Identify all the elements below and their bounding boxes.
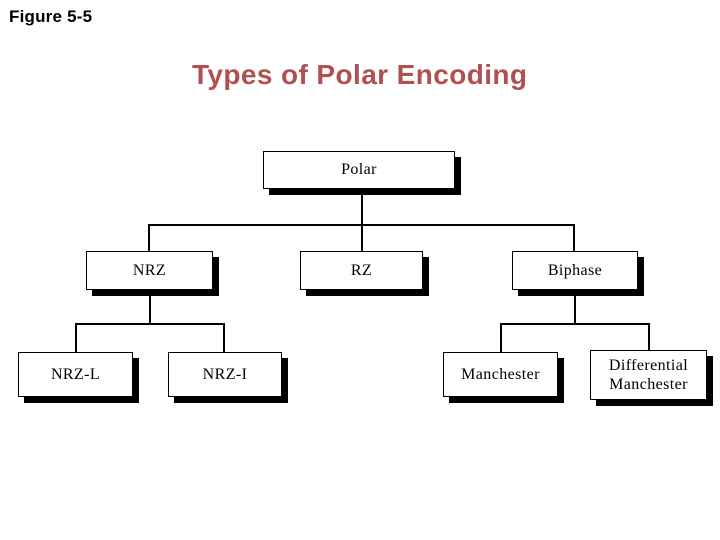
node-nrz-l: NRZ-L: [18, 352, 133, 397]
figure-label: Figure 5-5: [9, 7, 93, 26]
node-nrz-i: NRZ-I: [168, 352, 282, 397]
connector-nrz-drop: [148, 224, 150, 251]
connector-level1-bar: [148, 224, 574, 226]
connector-nrz-bar: [75, 323, 224, 325]
node-biphase: Biphase: [512, 251, 638, 290]
connector-biphase-down: [574, 290, 576, 324]
node-rz: RZ: [300, 251, 423, 290]
node-differential-manchester: Differential Manchester: [590, 350, 707, 400]
connector-biphase-drop: [573, 224, 575, 251]
connector-polar-drop: [361, 189, 363, 251]
node-manchester: Manchester: [443, 352, 558, 397]
connector-biphase-bar: [500, 323, 649, 325]
connector-nrz-down: [149, 290, 151, 324]
connector-diff-manchester-drop: [648, 323, 650, 350]
connector-nrz-i-drop: [223, 323, 225, 352]
node-polar: Polar: [263, 151, 455, 189]
connector-nrz-l-drop: [75, 323, 77, 352]
connector-manchester-drop: [500, 323, 502, 352]
node-nrz: NRZ: [86, 251, 213, 290]
slide-title: Types of Polar Encoding: [192, 59, 528, 90]
